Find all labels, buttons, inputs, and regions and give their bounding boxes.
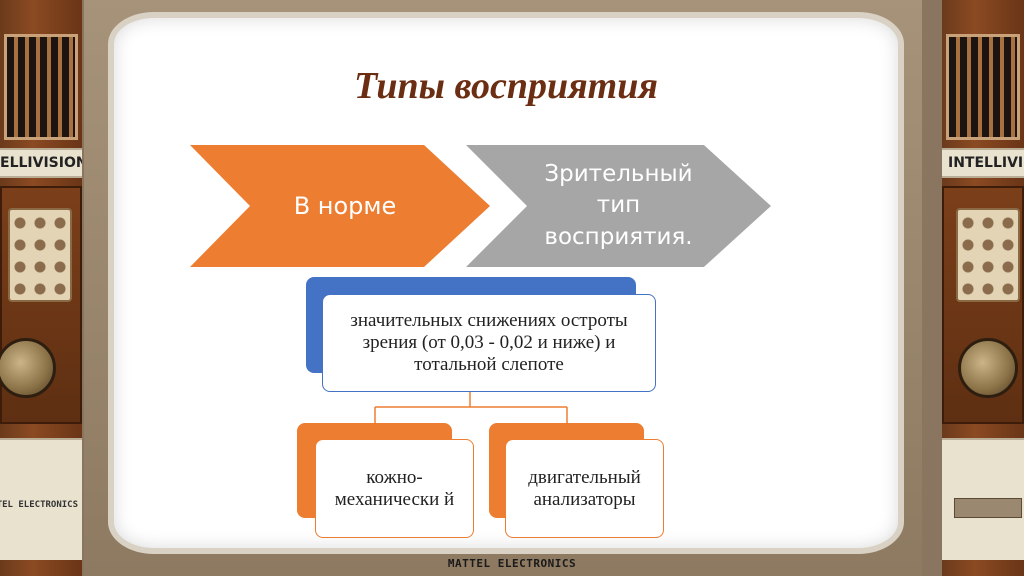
child-box-1-text: кожно-механически й (334, 466, 455, 510)
tv-side-right: INTELLIVISI (942, 0, 1024, 576)
controller-left (0, 186, 82, 424)
side-label-left: TTEL ELECTRONICS (0, 500, 78, 510)
lower-panel-right (942, 438, 1024, 560)
slide-title: Типы восприятия (354, 65, 658, 107)
child-box-2: двигательный анализаторы (505, 439, 664, 538)
bottom-brand-label: MATTEL ELECTRONICS (447, 557, 577, 570)
controller-right (942, 186, 1024, 424)
knob-left (0, 338, 56, 398)
chevron-visual-type-label: Зрительный тип восприятия. (544, 161, 693, 250)
brand-label-right: INTELLIVISI (942, 148, 1024, 178)
main-box: значительных снижениях остроты зрения (о… (322, 294, 656, 392)
keypad-left (8, 208, 72, 302)
keypad-right (956, 208, 1020, 302)
main-box-text: значительных снижениях остроты зрения (о… (350, 310, 628, 375)
brand-label-left: ELLIVISION (0, 148, 82, 178)
child-box-1: кожно-механически й (315, 439, 474, 538)
speaker-grill-left (4, 34, 78, 140)
lower-panel-left: TTEL ELECTRONICS (0, 438, 82, 560)
speaker-grill-right (946, 34, 1020, 140)
child-box-2-text: двигательный анализаторы (528, 466, 641, 510)
cartridge-slot (954, 498, 1022, 518)
knob-right (958, 338, 1018, 398)
chevron-normal-label: В норме (293, 192, 397, 220)
tv-side-left: ELLIVISION TTEL ELECTRONICS (0, 0, 82, 576)
